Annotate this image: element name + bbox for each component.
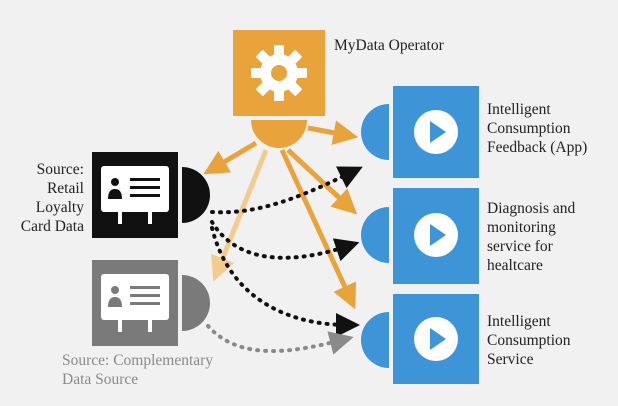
mydata-operator-node [233, 30, 325, 148]
service-node-feedback-app [361, 86, 479, 178]
data-flow-arrows [206, 166, 363, 355]
dotted-arrow-retail-to-consumption-service [210, 226, 360, 337]
service-node-diagnosis [361, 188, 479, 284]
service-label-diagnosis: Diagnosis and monitoring service for hea… [487, 200, 576, 274]
service-label-feedback-app: Intelligent Consumption Feedback (App) [487, 101, 588, 156]
source-label-retail-loyalty: Source: Retail Loyalty Card Data [20, 161, 84, 235]
operator-connector [251, 120, 307, 148]
service-connector [361, 312, 389, 368]
source-node-retail-loyalty [92, 152, 210, 238]
service-label-consumption-service: Intelligent Consumption Service [487, 313, 571, 368]
arrow-operator-to-retail-source [203, 140, 258, 175]
play-icon [414, 213, 458, 257]
dotted-arrow-retail-to-diagnosis [210, 220, 360, 262]
arrow-operator-to-complementary-source [211, 149, 269, 282]
arrow-operator-to-consumption-service [279, 148, 357, 310]
arrow-operator-to-diagnosis [286, 148, 358, 215]
id-card-icon [101, 166, 169, 224]
dotted-arrow-retail-to-feedback-app [210, 166, 363, 215]
operator-arrows [203, 120, 359, 310]
source-connector [182, 275, 210, 331]
source-label-complementary: Source: Complementary Data Source [62, 352, 214, 388]
source-node-complementary [92, 260, 210, 346]
operator-label: MyData Operator [334, 37, 444, 54]
play-icon [414, 110, 458, 154]
arrow-operator-to-feedback-app [307, 120, 359, 146]
id-card-icon [101, 274, 169, 332]
dotted-arrow-complementary-to-consumption-service [206, 324, 354, 355]
service-connector [361, 104, 389, 160]
gear-icon [251, 45, 307, 101]
source-connector [182, 167, 210, 223]
service-node-consumption-service [361, 294, 479, 384]
play-icon [414, 317, 458, 361]
service-connector [361, 207, 389, 263]
